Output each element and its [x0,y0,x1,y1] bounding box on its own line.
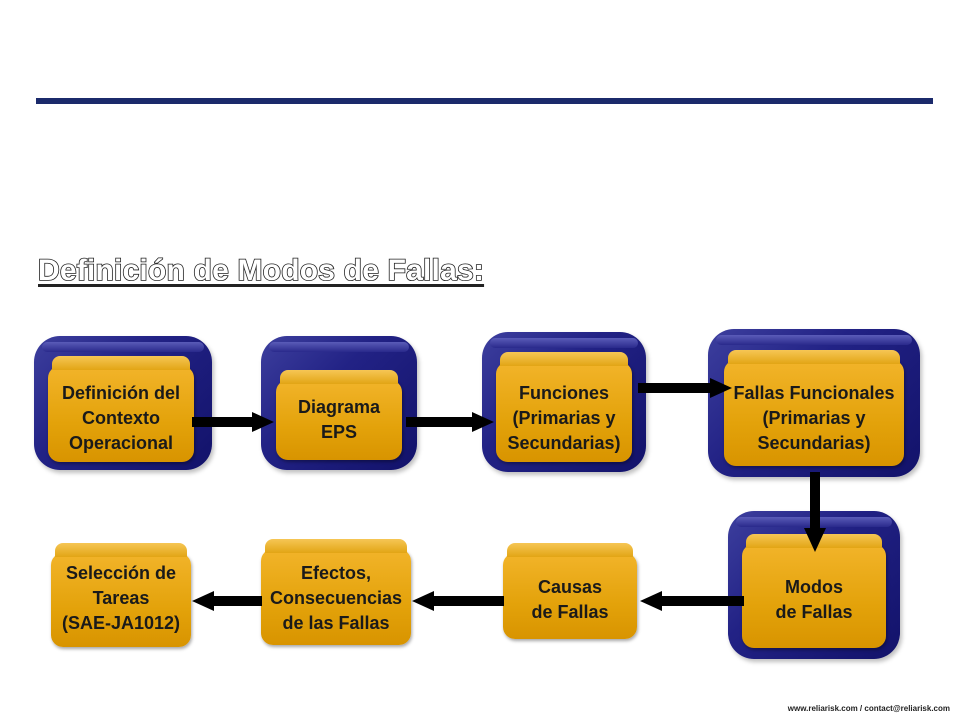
arrow-5-to-6 [640,591,744,611]
step-box-5 [742,534,886,648]
arrow-7-to-8 [192,591,262,611]
arrow-1-to-2 [192,412,274,432]
footer-contact: www.reliarisk.com / contact@reliarisk.co… [787,704,950,713]
step-box-3 [496,352,632,462]
step-box-8 [51,543,191,647]
step-box-1 [48,356,194,462]
step-box-6 [503,543,637,639]
step-box-4 [724,350,904,466]
header-rule [36,98,933,104]
step-box-7 [261,539,411,645]
arrow-4-to-5 [804,472,826,552]
arrow-6-to-7 [412,591,504,611]
section-title: Definición de Modos de Fallas: [37,253,485,288]
arrow-3-to-4 [638,378,732,398]
step-box-2 [276,370,402,460]
arrow-2-to-3 [406,412,494,432]
